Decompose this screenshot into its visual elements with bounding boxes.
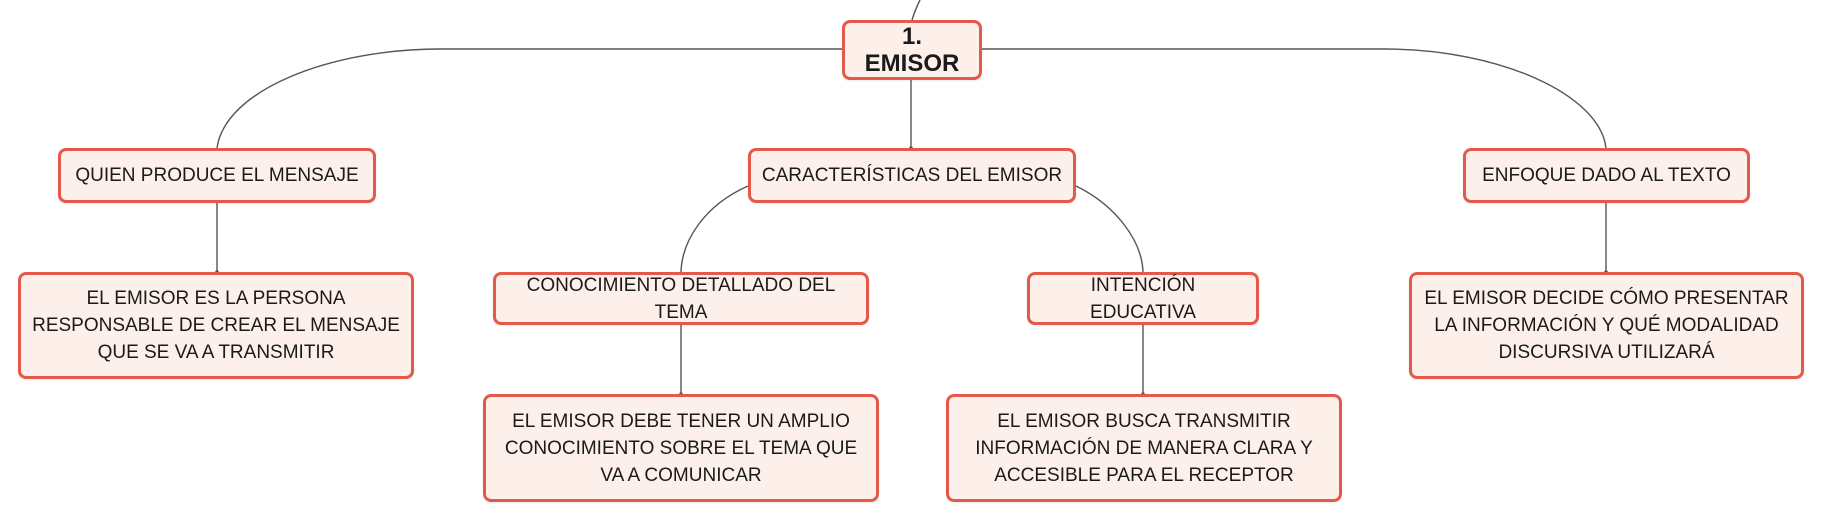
knowledge-detail-node[interactable]: EL EMISOR DEBE TENER UN AMPLIO CONOCIMIE… (483, 394, 879, 502)
intent-detail-text: EL EMISOR BUSCA TRANSMITIR INFORMACIÓN D… (975, 410, 1313, 486)
connector-root-focus (980, 48, 1607, 149)
focus-node[interactable]: ENFOQUE DADO AL TEXTO (1463, 148, 1750, 203)
focus-detail-node[interactable]: EL EMISOR DECIDE CÓMO PRESENTAR LA INFOR… (1409, 272, 1804, 379)
intent-node-label: INTENCIÓN EDUCATIVA (1090, 274, 1196, 323)
producer-node-label: QUIEN PRODUCE EL MENSAJE (75, 165, 359, 186)
knowledge-node[interactable]: CONOCIMIENTO DETALLADO DEL TEMA (493, 272, 869, 325)
intent-detail-node[interactable]: EL EMISOR BUSCA TRANSMITIR INFORMACIÓN D… (946, 394, 1342, 502)
producer-detail-text: EL EMISOR ES LA PERSONA RESPONSABLE DE C… (32, 288, 400, 363)
connector-root-parent (911, 0, 921, 21)
characteristics-node[interactable]: CARACTERÍSTICAS DEL EMISOR (748, 148, 1076, 203)
producer-node[interactable]: QUIEN PRODUCE EL MENSAJE (58, 148, 376, 203)
connector-root-producer (216, 48, 842, 149)
focus-node-label: ENFOQUE DADO AL TEXTO (1482, 165, 1731, 186)
root-node[interactable]: 1. EMISOR (842, 20, 982, 80)
knowledge-node-label: CONOCIMIENTO DETALLADO DEL TEMA (526, 274, 836, 323)
connector-characteristics-knowledge (680, 185, 749, 273)
knowledge-detail-text: EL EMISOR DEBE TENER UN AMPLIO CONOCIMIE… (504, 410, 858, 486)
focus-detail-text: EL EMISOR DECIDE CÓMO PRESENTAR LA INFOR… (1424, 288, 1789, 363)
characteristics-node-label: CARACTERÍSTICAS DEL EMISOR (761, 165, 1063, 186)
producer-detail-node[interactable]: EL EMISOR ES LA PERSONA RESPONSABLE DE C… (18, 272, 414, 379)
root-node-label: 1. EMISOR (864, 23, 960, 77)
intent-node[interactable]: INTENCIÓN EDUCATIVA (1027, 272, 1259, 325)
connector-characteristics-intent (1075, 185, 1144, 273)
